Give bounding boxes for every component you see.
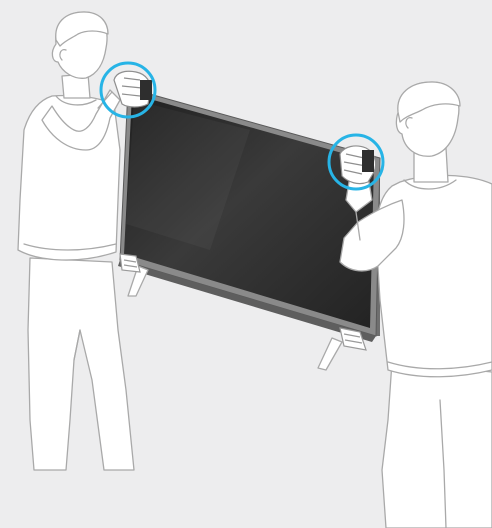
right-person-legs	[382, 362, 492, 528]
right-hand-grip	[340, 146, 376, 184]
